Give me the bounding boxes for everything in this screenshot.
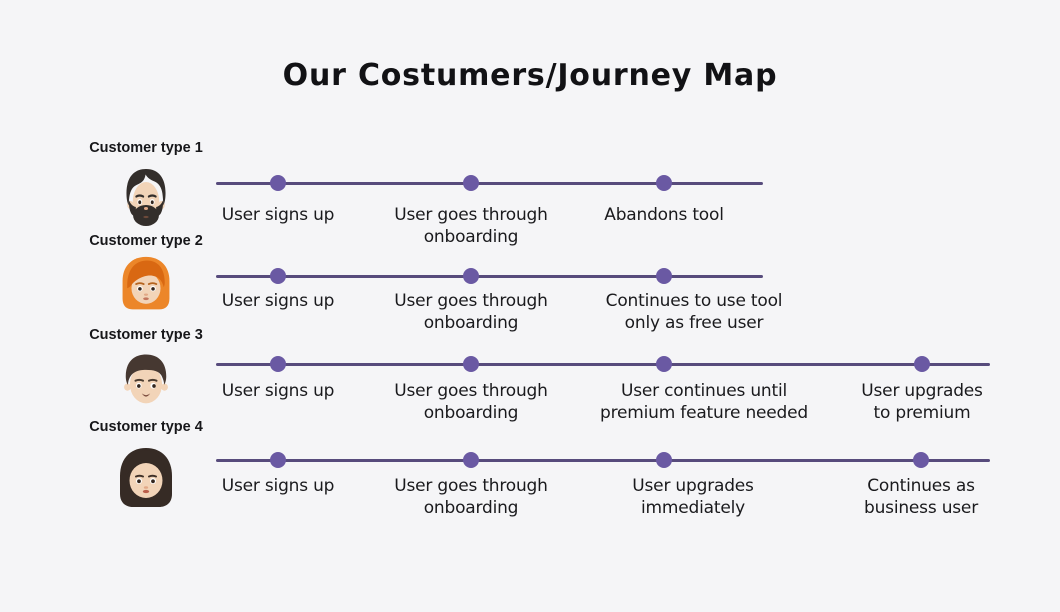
milestone-label: User goes through onboarding — [394, 476, 548, 518]
milestone-dot — [463, 175, 479, 191]
milestone-label: User goes through onboarding — [394, 291, 548, 333]
customer-type-label: Customer type 3 — [89, 327, 203, 343]
customer-type-label: Customer type 2 — [89, 233, 203, 249]
customer-type-label: Customer type 1 — [89, 140, 203, 156]
milestone-dot — [656, 175, 672, 191]
milestone-label: User signs up — [221, 381, 335, 401]
milestone-dot — [656, 268, 672, 284]
milestone-dot — [270, 356, 286, 372]
milestone-dot — [463, 452, 479, 468]
boy-emoji — [119, 349, 173, 407]
milestone-label: Continues to use tool only as free user — [605, 291, 783, 333]
milestone-label: User goes through onboarding — [394, 205, 548, 247]
milestone-label: User signs up — [221, 291, 335, 311]
milestone-label: User signs up — [221, 476, 335, 496]
milestone-dot — [656, 356, 672, 372]
milestone-label: Continues as business user — [864, 476, 978, 518]
timeline-line — [216, 274, 763, 278]
timeline-line — [216, 181, 763, 185]
milestone-label: User upgrades to premium — [861, 381, 983, 423]
timeline-line — [216, 362, 990, 366]
milestone-label: User upgrades immediately — [632, 476, 754, 518]
milestone-dot — [270, 175, 286, 191]
milestone-dot — [656, 452, 672, 468]
milestone-label: User goes through onboarding — [394, 381, 548, 423]
page-title: Our Costumers/Journey Map — [282, 58, 778, 93]
timeline-line — [216, 458, 990, 462]
girl-emoji — [114, 446, 178, 510]
milestone-label: User signs up — [221, 205, 335, 225]
man-beard-emoji — [121, 166, 171, 230]
milestone-dot — [270, 268, 286, 284]
milestone-label: Abandons tool — [604, 205, 724, 225]
milestone-dot — [463, 268, 479, 284]
milestone-dot — [914, 356, 930, 372]
customer-type-label: Customer type 4 — [89, 419, 203, 435]
milestone-label: User continues until premium feature nee… — [599, 381, 809, 423]
milestone-dot — [463, 356, 479, 372]
milestone-dot — [270, 452, 286, 468]
woman-red-hair-emoji — [116, 255, 176, 314]
milestone-dot — [913, 452, 929, 468]
